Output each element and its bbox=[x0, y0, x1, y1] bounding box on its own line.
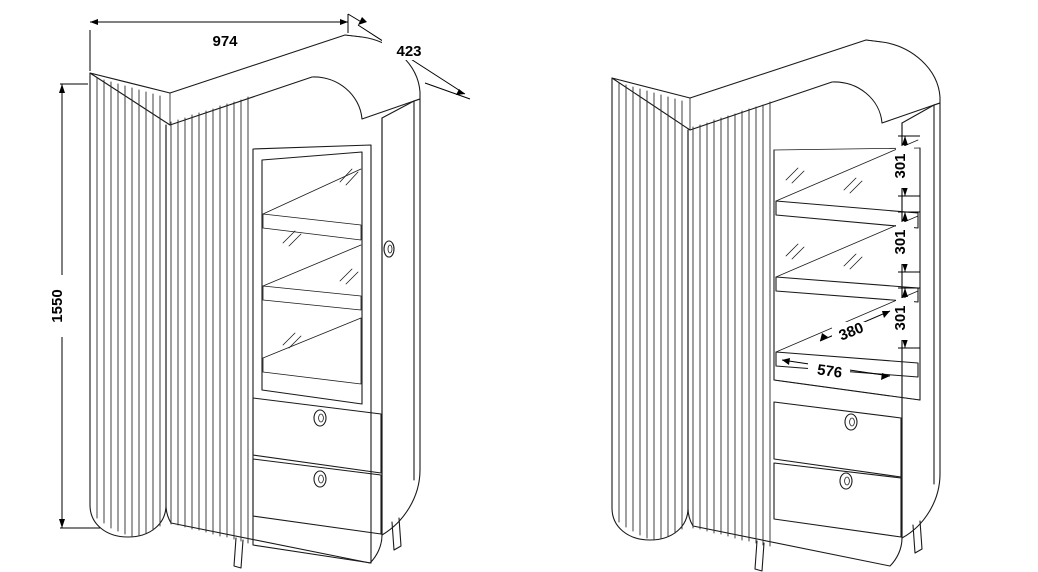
door-handle bbox=[383, 240, 395, 258]
glass-door-panel bbox=[252, 144, 372, 564]
shelf-lower bbox=[262, 285, 362, 311]
leg-front-left bbox=[233, 537, 244, 569]
drawer-lower-right bbox=[773, 462, 902, 538]
dimension-width-974 bbox=[89, 14, 349, 71]
drawer-upper-knob bbox=[313, 409, 327, 427]
slat-texture-right bbox=[618, 82, 771, 547]
left-cabinet-view: 974 423 1550 bbox=[49, 13, 471, 569]
drawer-lower-knob bbox=[313, 470, 327, 488]
drawer-lower bbox=[252, 458, 382, 535]
dimension-label-depth: 423 bbox=[396, 43, 421, 60]
drawer-upper bbox=[252, 397, 382, 474]
leg-front-left-right-view bbox=[754, 540, 765, 572]
dimension-label-shelf-width: 576 bbox=[816, 361, 843, 381]
glass-reflection-marks-right bbox=[785, 167, 863, 270]
leg-front-right bbox=[391, 517, 402, 551]
dimension-label-shelf-gap-bottom: 301 bbox=[892, 305, 909, 330]
drawer-upper-knob-right bbox=[844, 413, 858, 431]
drawer-lower-knob-right bbox=[839, 472, 853, 490]
slat-texture-left bbox=[96, 77, 249, 544]
drawer-upper-right bbox=[773, 401, 902, 478]
dimension-label-width: 974 bbox=[212, 33, 238, 50]
dimension-label-height: 1550 bbox=[49, 289, 66, 322]
glass-reflection-marks bbox=[282, 168, 359, 349]
leg-front-right-right-view bbox=[912, 520, 923, 554]
dimension-label-shelf-gap-middle: 301 bbox=[892, 229, 909, 254]
dimension-label-shelf-gap-top: 301 bbox=[892, 153, 909, 178]
shelf-upper bbox=[262, 213, 362, 241]
right-cabinet-view: 301 301 301 bbox=[611, 39, 941, 572]
shelf-top bbox=[775, 200, 919, 229]
